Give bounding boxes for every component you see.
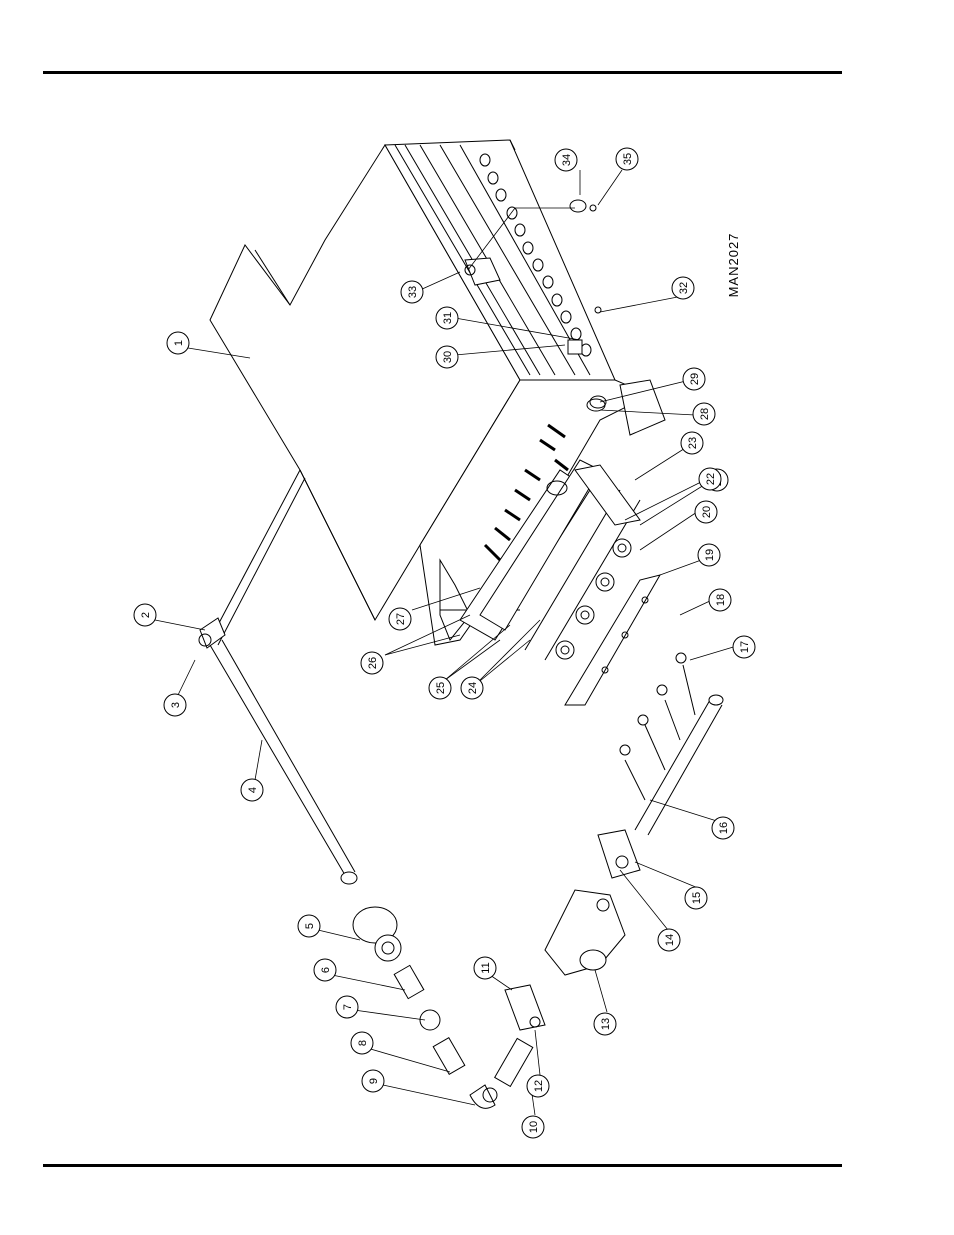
svg-text:24: 24: [467, 682, 479, 694]
leader-lines: [154, 169, 741, 1116]
svg-text:35: 35: [622, 153, 634, 165]
svg-text:6: 6: [320, 967, 332, 973]
regulator-bracket: [504, 984, 546, 1031]
callout-3: 3: [163, 693, 187, 717]
callout-17: 17: [732, 635, 756, 659]
svg-text:28: 28: [699, 408, 711, 420]
main-pipe: [198, 469, 358, 885]
svg-text:23: 23: [687, 437, 699, 449]
svg-text:14: 14: [664, 934, 676, 946]
drawing-number: MAN2027: [726, 233, 741, 298]
top-rule: [43, 71, 842, 74]
callout-13: 13: [593, 1012, 617, 1036]
bottom-rule: [43, 1164, 842, 1167]
manifold-plate: [564, 574, 662, 706]
burner-holes: [479, 153, 592, 357]
valve-row: [524, 398, 641, 661]
left-fittings: [352, 906, 534, 1109]
svg-text:31: 31: [442, 312, 454, 324]
callout-30: 30: [435, 345, 459, 369]
callout-23: 23: [680, 431, 704, 455]
burner-slots: [483, 423, 569, 562]
svg-text:26: 26: [367, 657, 379, 669]
thermostat: [467, 199, 602, 314]
svg-text:10: 10: [528, 1121, 540, 1133]
callout-15: 15: [684, 886, 708, 910]
callout-12: 12: [526, 1074, 550, 1098]
callout-7: 7: [335, 995, 359, 1019]
svg-text:34: 34: [561, 154, 573, 166]
svg-text:32: 32: [678, 282, 690, 294]
callout-9: 9: [361, 1069, 385, 1093]
svg-text:2: 2: [140, 612, 152, 618]
svg-text:33: 33: [407, 286, 419, 298]
callout-28: 28: [692, 402, 716, 426]
burner-wall: [384, 139, 616, 381]
svg-text:7: 7: [342, 1004, 354, 1010]
pilot-bracket: [589, 379, 666, 436]
callout-27: 27: [388, 607, 412, 631]
callout-34: 34: [554, 148, 578, 172]
callout-20: 20: [694, 500, 718, 524]
svg-text:13: 13: [600, 1018, 612, 1030]
svg-text:17: 17: [739, 641, 751, 653]
callout-10: 10: [521, 1115, 545, 1139]
callout-8: 8: [350, 1031, 374, 1055]
callout-5: 5: [297, 914, 321, 938]
callout-18: 18: [708, 588, 732, 612]
svg-text:27: 27: [395, 613, 407, 625]
manifold-pipe: [619, 652, 724, 836]
svg-text:30: 30: [442, 351, 454, 363]
svg-text:22: 22: [705, 473, 717, 485]
callout-6: 6: [313, 958, 337, 982]
callout-24: 24: [460, 676, 484, 700]
svg-text:8: 8: [357, 1040, 369, 1046]
callout-33: 33: [400, 280, 424, 304]
callout-25: 25: [428, 676, 452, 700]
callout-32: 32: [671, 276, 695, 300]
callout-11: 11: [473, 956, 497, 980]
svg-text:15: 15: [691, 892, 703, 904]
svg-text:16: 16: [718, 822, 730, 834]
svg-text:5: 5: [304, 923, 316, 929]
callout-1: 1: [166, 331, 190, 355]
gas-valve: [544, 889, 626, 976]
callout-35: 35: [615, 147, 639, 171]
callout-29: 29: [682, 367, 706, 391]
svg-text:3: 3: [170, 702, 182, 708]
svg-text:29: 29: [689, 373, 701, 385]
svg-text:12: 12: [533, 1080, 545, 1092]
svg-text:20: 20: [701, 506, 713, 518]
svg-text:4: 4: [247, 787, 259, 793]
callout-16: 16: [711, 816, 735, 840]
callout-26: 26: [360, 651, 384, 675]
mounting-plate: [574, 464, 641, 526]
svg-text:25: 25: [435, 682, 447, 694]
callout-2: 2: [133, 603, 157, 627]
callout-19: 19: [697, 543, 721, 567]
svg-text:1: 1: [173, 340, 185, 346]
svg-text:18: 18: [715, 594, 727, 606]
svg-text:19: 19: [704, 549, 716, 561]
callout-4: 4: [240, 778, 264, 802]
svg-text:9: 9: [368, 1078, 380, 1084]
callout-31: 31: [435, 306, 459, 330]
manifold-bracket: [597, 829, 641, 879]
callout-14: 14: [657, 928, 681, 952]
svg-text:11: 11: [480, 962, 492, 973]
callout-22: 22: [698, 467, 722, 491]
